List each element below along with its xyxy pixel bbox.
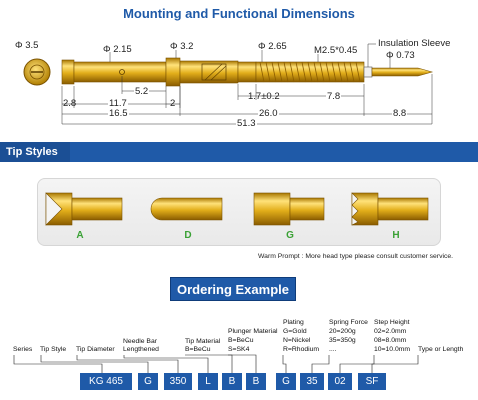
extension-lines (61, 43, 433, 124)
order-code-series: KG 465 (80, 373, 132, 390)
order-label-plunger: Plunger Material (228, 328, 278, 335)
order-code-tip-material: B (222, 373, 242, 390)
dim-insulation-sleeve: Insulation Sleeve (378, 38, 451, 49)
order-label-plunger-becu: B=BeCu (228, 337, 254, 344)
order-code-needle-bar: L (198, 373, 218, 390)
section-title-dimensions: Mounting and Functional Dimensions (123, 6, 355, 21)
order-label-spring-more: .... (329, 346, 337, 353)
tip-label-d: D (184, 230, 192, 241)
dim-barrel-diameter: Φ 2.15 (103, 44, 132, 55)
order-code-spring-force: 35 (300, 373, 324, 390)
tip-shape-a (45, 192, 123, 226)
order-label-lengthened: Lengthened (123, 346, 159, 353)
order-code-tip-style: G (138, 373, 158, 390)
order-code-step-height: 02 (328, 373, 352, 390)
dim-length-i: 8.8 (392, 108, 408, 119)
dim-length-g: 16.5 (108, 108, 129, 119)
order-label-plating-nickel: N=Nickel (283, 337, 311, 344)
tip-shapes (45, 192, 429, 226)
dim-length-h: 26.0 (258, 108, 279, 119)
order-label-step: Step Height (374, 319, 410, 326)
probe-body (61, 57, 257, 87)
tip-label-g: G (286, 230, 294, 241)
probe-tip (371, 67, 434, 77)
dim-length-d: 2 (170, 98, 176, 109)
order-label-step-8mm: 08=8.0mm (374, 337, 407, 344)
order-label-plating-rhodium: R=Rhodium (283, 346, 320, 353)
order-code-plating: G (276, 373, 296, 390)
dim-head-diameter: Φ 3.5 (15, 40, 39, 51)
dim-length-e: 1.7±0.2 (248, 91, 280, 102)
ordering-example-title: Ordering Example (170, 277, 296, 301)
order-label-plunger-sk4: S=SK4 (228, 346, 250, 353)
dim-body-diameter: Φ 2.65 (258, 41, 287, 52)
order-label-type: Type or Length (418, 346, 464, 353)
warm-prompt-note: Warm Prompt : More head type please cons… (258, 253, 454, 260)
order-label-needle-bar: Needle Bar (123, 338, 158, 345)
tip-shape-d (150, 197, 223, 221)
order-label-tip-material-becu: B=BeCu (185, 346, 211, 353)
order-label-tip-material: Tip Material (185, 338, 221, 345)
dim-thread: M2.5*0.45 (314, 45, 358, 56)
order-label-plating: Plating (283, 319, 304, 326)
order-label-step-10mm: 10=10.0mm (374, 346, 411, 353)
dim-length-total: 51.3 (236, 118, 257, 129)
tip-styles-bar (0, 142, 478, 162)
dim-collar-diameter: Φ 3.2 (170, 41, 194, 52)
dim-tip-diameter: Φ 0.73 (386, 50, 415, 61)
tip-styles-title: Tip Styles (0, 142, 70, 162)
probe-dimension-drawing (23, 43, 434, 125)
order-label-tip-diameter: Tip Diameter (76, 346, 115, 353)
order-label-spring-200: 20=200g (329, 328, 356, 335)
tip-label-a: A (76, 230, 84, 241)
tip-shape-h (351, 192, 429, 226)
tip-shape-g (253, 192, 325, 226)
order-code-plunger-material: B (246, 373, 266, 390)
dim-length-b: 11.7 (108, 98, 128, 109)
head-end-view (23, 58, 51, 86)
dim-length-c: 5.2 (134, 86, 150, 97)
dim-length-a: 2.8 (63, 98, 77, 109)
order-label-spring: Spring Force (329, 319, 368, 326)
order-label-plating-gold: G=Gold (283, 328, 307, 335)
order-label-spring-350: 35=350g (329, 337, 356, 344)
order-label-step-2mm: 02=2.0mm (374, 328, 407, 335)
order-code-type: SF (358, 373, 386, 390)
tip-label-h: H (392, 230, 400, 241)
order-label-series: Series (13, 346, 33, 353)
order-code-tip-diameter: 350 (164, 373, 192, 390)
order-label-tip-style: Tip Style (40, 346, 67, 353)
dim-length-f: 7.8 (326, 91, 342, 102)
